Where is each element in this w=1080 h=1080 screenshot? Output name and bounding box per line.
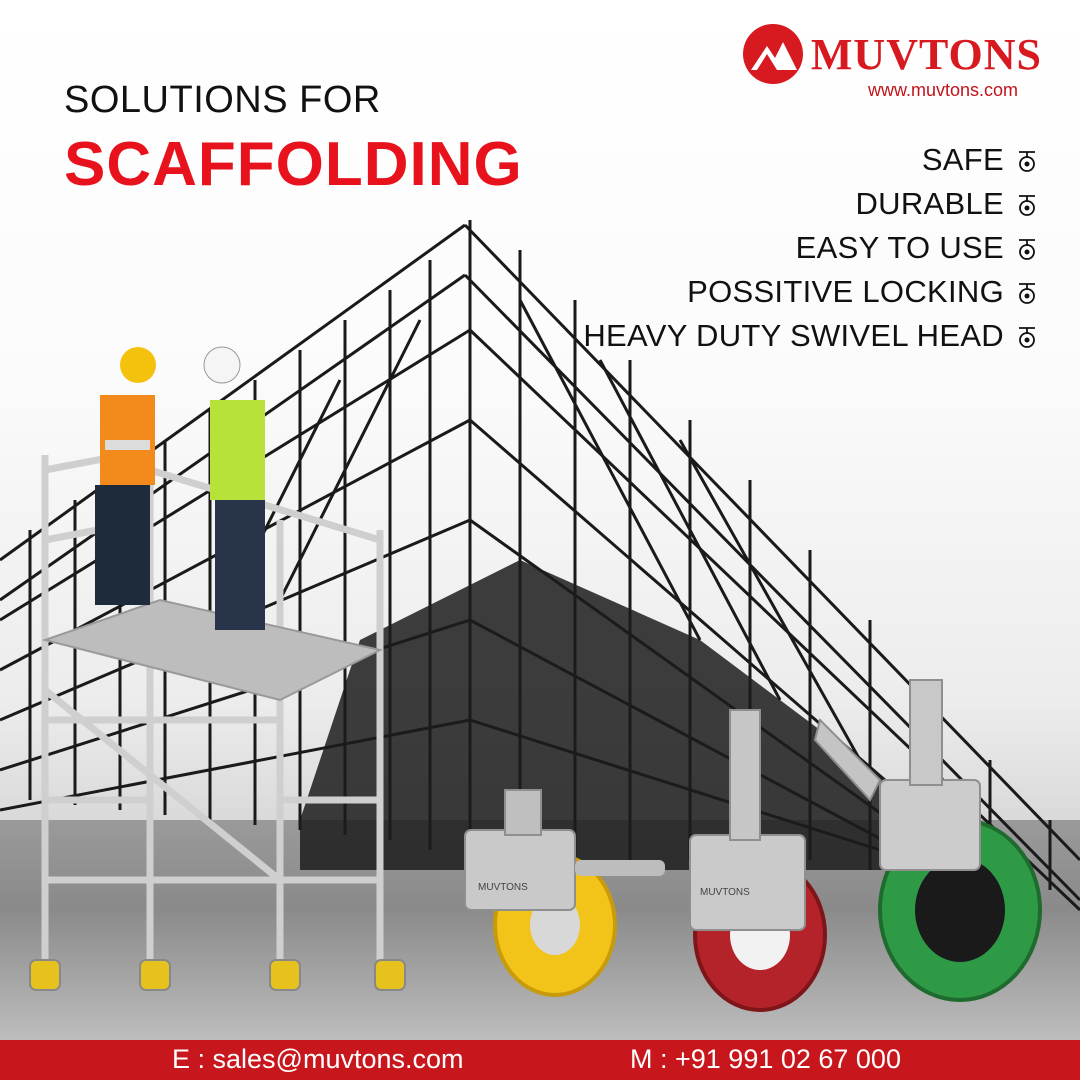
caster-icon bbox=[1019, 327, 1035, 348]
feature-item: HEAVY DUTY SWIVEL HEAD bbox=[583, 314, 1040, 358]
website-link[interactable]: www.muvtons.com bbox=[867, 80, 1018, 100]
feature-label: POSSITIVE LOCKING bbox=[687, 274, 1004, 309]
yellow-caster: MUVTONS bbox=[464, 789, 665, 997]
caster-icon bbox=[1019, 239, 1035, 260]
feature-item: SAFE bbox=[583, 138, 1040, 182]
contact-email[interactable]: E : sales@muvtons.com bbox=[172, 1044, 464, 1074]
headline-line2: SCAFFOLDING bbox=[64, 130, 523, 199]
headline: SOLUTIONS FOR SCAFFOLDING bbox=[64, 78, 523, 200]
contact-phone[interactable]: M : +91 991 02 67 000 bbox=[630, 1044, 901, 1074]
feature-label: EASY TO USE bbox=[795, 230, 1004, 265]
feature-list: SAFE DURABLE EASY TO USE POSSITIVE LOCKI… bbox=[583, 138, 1040, 358]
red-caster: MUVTONS bbox=[689, 709, 827, 1012]
headline-line1: SOLUTIONS FOR bbox=[64, 79, 381, 121]
mobile-scaffold-tower bbox=[29, 346, 406, 991]
feature-label: SAFE bbox=[921, 142, 1004, 177]
contact-bar: E : sales@muvtons.com M : +91 991 02 67 … bbox=[0, 1040, 1080, 1080]
caster-brand-label: MUVTONS bbox=[478, 882, 528, 893]
brand-name: MUVTONS bbox=[810, 29, 1042, 79]
caster-icon bbox=[1019, 283, 1035, 304]
feature-item: DURABLE bbox=[583, 182, 1040, 226]
caster-icon bbox=[1019, 195, 1035, 216]
green-caster bbox=[813, 679, 1042, 1002]
caster-icon bbox=[1019, 151, 1035, 172]
product-casters: MUVTONS MUVTONS bbox=[464, 679, 1042, 1012]
feature-label: HEAVY DUTY SWIVEL HEAD bbox=[583, 318, 1004, 353]
feature-item: POSSITIVE LOCKING bbox=[583, 270, 1040, 314]
feature-label: DURABLE bbox=[855, 186, 1004, 221]
brand-logo: MUVTONS bbox=[742, 24, 1042, 84]
mountain-logo-icon bbox=[742, 24, 803, 84]
caster-brand-label: MUVTONS bbox=[700, 887, 750, 898]
feature-item: EASY TO USE bbox=[583, 226, 1040, 270]
